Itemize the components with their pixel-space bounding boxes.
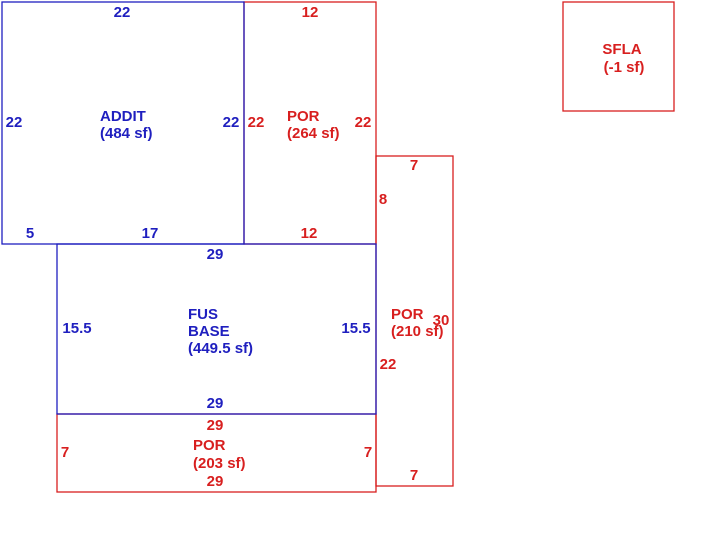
addition-dim-left: 22: [6, 114, 23, 131]
porch-right-name: POR: [391, 306, 424, 323]
porch-bottom-dim-left: 7: [61, 444, 69, 461]
porch-right-dim-top: 7: [410, 157, 418, 174]
addition-dim-bottom-left: 5: [26, 225, 34, 242]
first-floor-base-dim-right: 15.5: [341, 320, 370, 337]
addition-dim-top: 22: [114, 4, 131, 21]
first-floor-base-area: 29 15.5 15.5 29 FUS BASE (449.5 sf): [56, 243, 377, 415]
first-floor-base-name-line2: BASE: [188, 323, 230, 340]
sfla-area: SFLA (-1 sf): [562, 1, 675, 112]
addition-area-value: (484 sf): [100, 125, 153, 142]
first-floor-base-dim-top: 29: [207, 246, 224, 263]
porch-bottom-area: 29 7 7 29 POR (203 sf): [56, 413, 377, 493]
addition-area: 22 22 22 5 17 ADDIT (484 sf): [1, 1, 245, 245]
porch-right-area-value: (210 sf): [391, 323, 444, 340]
porch-top-dim-left: 22: [248, 114, 265, 131]
porch-bottom-area-value: (203 sf): [193, 455, 246, 472]
first-floor-base-dim-left: 15.5: [62, 320, 91, 337]
first-floor-base-outline: [56, 243, 377, 415]
porch-top-area-value: (264 sf): [287, 125, 340, 142]
first-floor-base-name-line1: FUS: [188, 306, 218, 323]
sfla-area-value: (-1 sf): [604, 59, 645, 76]
addition-dim-bottom-right: 17: [142, 225, 159, 242]
porch-bottom-dim-top: 29: [207, 417, 224, 434]
porch-top-dim-top: 12: [302, 4, 319, 21]
porch-right-dim-right: 30: [433, 312, 450, 329]
porch-bottom-dim-bottom: 29: [207, 473, 224, 490]
porch-bottom-name: POR: [193, 437, 226, 454]
porch-right-area: 7 8 22 30 7 POR (210 sf): [375, 155, 454, 487]
addition-dim-right: 22: [223, 114, 240, 131]
porch-top-dim-bottom: 12: [301, 225, 318, 242]
porch-right-dim-left-lower: 22: [380, 356, 397, 373]
first-floor-base-area-value: (449.5 sf): [188, 340, 253, 357]
porch-right-dim-bottom: 7: [410, 467, 418, 484]
porch-top-area: 12 22 22 12 POR (264 sf): [243, 1, 377, 245]
porch-top-dim-right: 22: [355, 114, 372, 131]
porch-top-name: POR: [287, 108, 320, 125]
sfla-outline: [562, 1, 675, 112]
sfla-name: SFLA: [602, 41, 641, 58]
first-floor-base-dim-bottom: 29: [207, 395, 224, 412]
porch-bottom-dim-right: 7: [364, 444, 372, 461]
addition-name: ADDIT: [100, 108, 146, 125]
porch-right-dim-left-upper: 8: [379, 191, 387, 208]
